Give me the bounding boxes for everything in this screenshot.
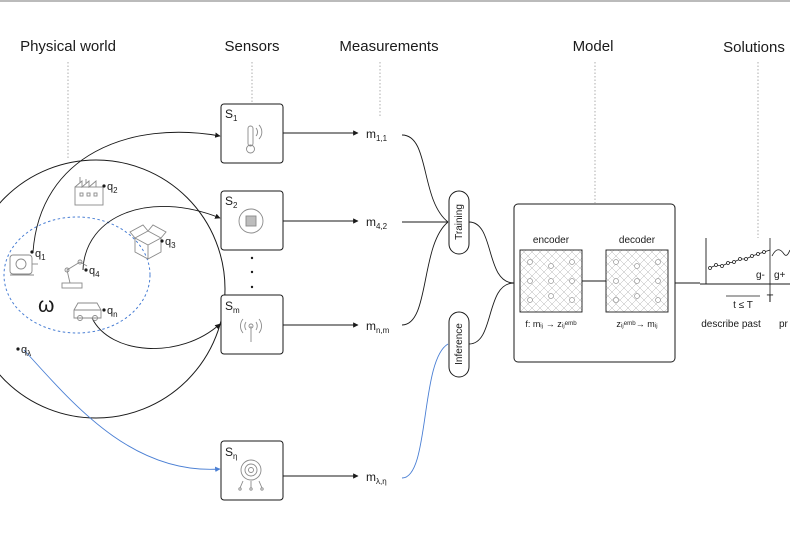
factory-icon	[74, 177, 104, 206]
title-physical-world: Physical world	[20, 38, 116, 55]
training-pill: Training	[448, 190, 470, 255]
q3-label: q3	[165, 236, 176, 250]
car-icon	[73, 302, 102, 321]
sensor-seta: Sη	[220, 440, 284, 501]
qlambda-label: qλ	[21, 344, 31, 358]
describe-past-label: describe past	[701, 319, 761, 330]
q-points: q1 q2 q3 q4 qn qλ	[16, 181, 176, 358]
qn-label: qn	[107, 305, 118, 319]
omega-label: ω	[38, 294, 54, 317]
acoustic-sensor-icon	[238, 459, 264, 491]
sensor-s1: S1	[220, 103, 284, 164]
inference-pill: Inference	[448, 311, 470, 378]
svg-text:S2: S2	[225, 194, 238, 210]
sensor-sm: Sm	[220, 294, 284, 355]
measurement-mnm: mn,m	[366, 319, 390, 335]
measurement-m42: m4,2	[366, 215, 388, 231]
title-measurements: Measurements	[339, 38, 438, 55]
decoder-label: decoder	[619, 235, 656, 246]
svg-text:Training: Training	[454, 204, 465, 240]
svg-text:Sη: Sη	[225, 445, 237, 461]
antenna-icon	[240, 318, 262, 342]
model-box: encoder decoder f: mᵢⱼ → zᵢⱼᵉᵐᵇ zᵢⱼᵉᵐᵇ→ …	[513, 203, 676, 363]
curve-qn-sm	[91, 317, 221, 349]
q1-label: q1	[35, 248, 46, 262]
q4-label: q4	[89, 265, 100, 279]
thermometer-icon	[246, 124, 263, 154]
curve-qlambda-seta	[23, 349, 221, 473]
sensor-dots	[250, 256, 254, 289]
decoder-formula: zᵢⱼᵉᵐᵇ→ mᵢⱼ	[616, 319, 658, 329]
chip-sensor-icon	[238, 208, 264, 234]
t-le-T-label: t ≤ T	[733, 300, 753, 311]
measurement-m11: m1,1	[366, 127, 388, 143]
solutions-chart: g- g+ t ≤ T T describe past pr	[700, 238, 790, 330]
encoder-label: encoder	[533, 235, 570, 246]
svg-text:Inference: Inference	[454, 323, 465, 365]
svg-text:Sm: Sm	[225, 299, 240, 315]
q2-label: q2	[107, 181, 118, 195]
decoder-network-icon	[605, 249, 669, 313]
measurement-to-inference-curve	[401, 343, 449, 479]
future-series-line	[771, 249, 790, 257]
g-minus-label: g-	[756, 270, 765, 281]
box-icon	[129, 224, 167, 260]
guide-lines	[67, 62, 759, 238]
measurement-mlam: mλ,η	[366, 470, 387, 486]
sensor-to-measurement-arrows	[283, 130, 359, 479]
title-sensors: Sensors	[224, 38, 279, 55]
curve-q1-s1	[32, 131, 221, 253]
world-to-sensor-curves	[23, 131, 221, 473]
title-solutions: Solutions	[723, 39, 785, 56]
cut-off-label: pr	[779, 319, 789, 330]
encoder-formula: f: mᵢⱼ → zᵢⱼᵉᵐᵇ	[525, 319, 577, 329]
past-series-points	[708, 250, 766, 270]
g-plus-label: g+	[774, 270, 786, 281]
phase-to-model-curves	[468, 221, 515, 345]
world-circles	[0, 159, 226, 419]
robot-arm-icon	[61, 259, 88, 289]
motor-icon	[9, 254, 38, 276]
curve-q4-s2	[82, 206, 221, 271]
svg-text:S1: S1	[225, 107, 238, 123]
sensor-s2: S2	[220, 190, 284, 251]
T-label: T	[767, 293, 774, 305]
title-model: Model	[573, 38, 614, 55]
measurement-to-training-curves	[401, 134, 449, 326]
encoder-network-icon	[519, 249, 583, 313]
